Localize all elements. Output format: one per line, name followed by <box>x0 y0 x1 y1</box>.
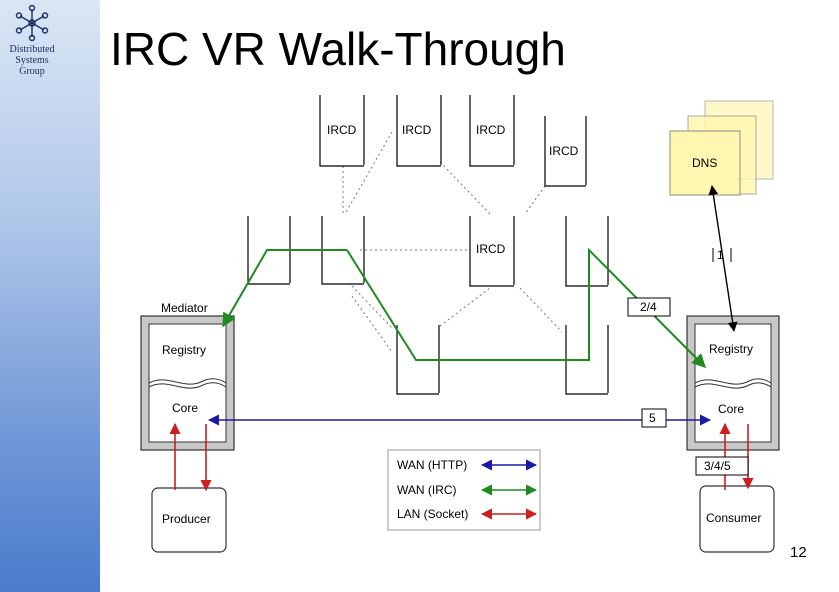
step-5-label: 5 <box>649 411 656 425</box>
mediator-core-label: Core <box>172 401 198 415</box>
irc-server-label: IRCD <box>476 242 506 256</box>
step-5-box <box>641 408 667 428</box>
org-line: Group <box>19 66 45 77</box>
irc-mesh-links <box>342 131 563 353</box>
irc-server-boxes <box>247 95 609 395</box>
legend-socket-label: LAN (Socket) <box>397 507 468 521</box>
irc-path-main <box>346 247 706 368</box>
irc-server-label: IRCD <box>549 144 579 158</box>
dns-stack <box>669 100 774 196</box>
socket-arrows <box>169 422 754 492</box>
consumer-label: Consumer <box>706 511 761 525</box>
step-2-4-box <box>627 297 671 317</box>
irc-server-label: IRCD <box>402 123 432 137</box>
sidebar-band: Distributed Systems Group <box>0 0 100 592</box>
step-1-bracket <box>712 248 732 262</box>
page-number: 12 <box>790 544 807 561</box>
consumer-core-label: Core <box>718 402 744 416</box>
consumer-registry-label: Registry <box>709 342 753 356</box>
org-line: Distributed <box>9 44 55 55</box>
snowflake-network-icon <box>15 4 49 42</box>
irc-server-label: IRCD <box>327 123 357 137</box>
mediator-label: Mediator <box>161 301 208 315</box>
consumer-node <box>686 315 780 451</box>
step-3-4-5-box <box>695 456 749 476</box>
producer-box <box>151 487 227 553</box>
slide-title: IRC VR Walk-Through <box>110 23 566 75</box>
mediator-node <box>140 315 235 451</box>
step-3-4-5-label: 3/4/5 <box>704 459 731 473</box>
dns-label: DNS <box>692 156 717 170</box>
consumer-box <box>699 485 775 553</box>
producer-label: Producer <box>162 512 211 526</box>
mediator-registry-label: Registry <box>162 343 206 357</box>
irc-path-mediator <box>222 249 347 328</box>
step-2-4-label: 2/4 <box>640 300 657 314</box>
org-line: Systems <box>15 55 49 66</box>
step-1-label: 1 <box>717 248 724 262</box>
irc-server-label: IRCD <box>476 123 506 137</box>
legend-irc-label: WAN (IRC) <box>397 483 457 497</box>
dns-lookup-arrow <box>708 185 738 332</box>
legend-http-label: WAN (HTTP) <box>397 458 467 472</box>
legend: WAN (HTTP) WAN (IRC) LAN (Socket) <box>387 449 541 531</box>
org-name: Distributed Systems Group <box>0 44 64 77</box>
